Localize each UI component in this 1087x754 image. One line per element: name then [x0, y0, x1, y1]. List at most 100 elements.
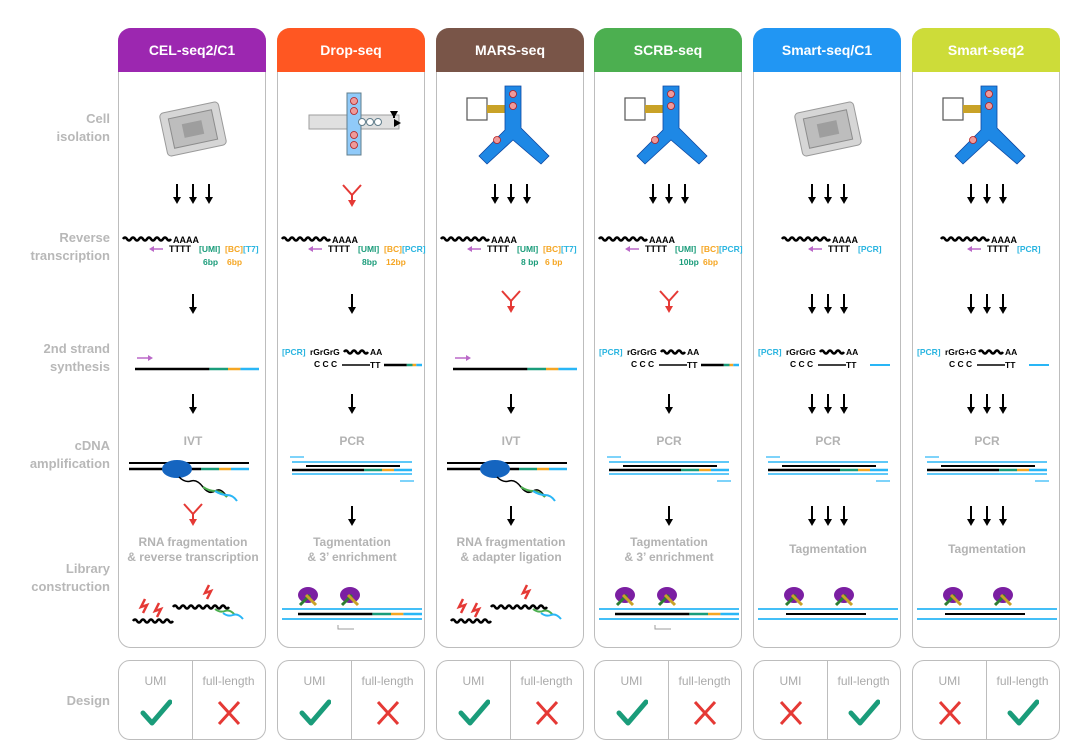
down-arrow-icon [348, 294, 356, 314]
library-label-line: RNA fragmentation [456, 535, 566, 549]
design-umi-cell: UMI [754, 661, 828, 739]
aa-label: AA [846, 347, 858, 357]
fragment-wave [171, 604, 231, 610]
amplification-construct [129, 460, 249, 502]
pcr-tag: [PCR] [599, 347, 623, 357]
cross-icon [693, 700, 716, 726]
design-full-length-cell: full-length [827, 661, 900, 739]
design-umi-cell: UMI [119, 661, 193, 739]
droplet-channel-icon [308, 92, 401, 156]
triple-arrow-icon [808, 184, 848, 204]
tso-label: rGrGrG [627, 347, 657, 357]
microfluidic-chip-icon [159, 101, 227, 157]
polymerase-icon [162, 460, 192, 478]
primer-tag: [PCR] [1017, 244, 1041, 254]
down-arrow-icon [665, 301, 673, 313]
bc-tag: [BC] [384, 244, 402, 254]
facs-sorter-icon [466, 85, 550, 165]
split-arrow-icon [501, 290, 521, 313]
umi-tag: [UMI] [675, 244, 696, 254]
library-label: Tagmentation& 3’ enrichment [278, 535, 426, 565]
library-label: Tagmentation [754, 542, 902, 557]
down-arrow-icon [507, 394, 515, 414]
aa-label: AA [370, 347, 382, 357]
down-arrow-icon [348, 506, 356, 526]
row-label-design: Design [66, 693, 110, 708]
down-arrow-icon [840, 294, 848, 314]
pcr-tag: [PCR] [758, 347, 782, 357]
library-construct [131, 584, 244, 624]
mrna-wave [939, 236, 991, 242]
library-construct [599, 587, 739, 630]
second-strand-construct [453, 355, 577, 371]
lightning-icon [470, 602, 482, 618]
fragment-wave [489, 604, 549, 610]
polya-label: AAAA [832, 235, 858, 245]
down-arrow-icon [967, 506, 975, 526]
amplification-construct [290, 456, 414, 482]
design-full-length-cell: full-length [192, 661, 265, 739]
amplification-construct [766, 456, 890, 482]
transposase-icon [784, 587, 804, 607]
lightning-icon [202, 584, 214, 600]
amplification-construct [447, 460, 567, 502]
polya-label: AAAA [173, 235, 199, 245]
pcr-tag: [PCR] [282, 347, 306, 357]
polyt-label: TTTT [645, 244, 667, 254]
amplification-label: PCR [595, 434, 743, 449]
full-length-label: full-length [837, 674, 890, 688]
design-umi-cell: UMI [595, 661, 669, 739]
second-strand-construct [135, 355, 259, 371]
bc-length: 6 bp [545, 257, 562, 267]
ccc-label: C C C [790, 359, 813, 369]
transposase-icon [834, 587, 854, 607]
library-construct [449, 584, 562, 624]
method-header: Smart-seq2 [912, 28, 1060, 72]
cross-icon [376, 700, 399, 726]
aa-label: AA [1005, 347, 1017, 357]
enrichment-arrow [337, 625, 354, 630]
down-arrow-icon [507, 301, 515, 313]
down-arrow-icon [665, 394, 673, 414]
mrna-wave [780, 236, 832, 242]
check-icon [299, 699, 331, 726]
fragment-wave [449, 618, 493, 624]
polyt-label: TTTT [487, 244, 509, 254]
triple-arrow-icon [649, 184, 689, 204]
library-construct [917, 587, 1057, 620]
library-label-line: RNA fragmentation [138, 535, 248, 549]
down-arrow-icon [808, 294, 816, 314]
library-label-line: & 3’ enrichment [624, 550, 714, 564]
triple-arrow-icon [808, 506, 848, 526]
polyt-label: TTTT [328, 244, 350, 254]
ccc-label: C C C [314, 359, 337, 369]
down-arrow-icon [665, 506, 673, 526]
method-header: SCRB-seq [594, 28, 742, 72]
enrichment-arrow [654, 625, 671, 630]
row-label-amplification: cDNA amplification [29, 438, 110, 471]
row-label-second-strand: 2nd strand synthesis [43, 341, 110, 374]
bc-tag: [BC] [225, 244, 243, 254]
design-box-smart-seq-c1: UMI full-length [753, 660, 901, 740]
tt-label: TT [370, 360, 381, 370]
lightning-icon [456, 598, 468, 614]
umi-tag: [UMI] [199, 244, 220, 254]
lightning-icon [138, 598, 150, 614]
umi-length: 8bp [362, 257, 377, 267]
bc-tag: [BC] [543, 244, 561, 254]
cross-icon [779, 700, 802, 726]
lightning-icon [520, 584, 532, 600]
ccc-label: C C C [949, 359, 972, 369]
down-arrow-icon [983, 294, 991, 314]
amplification-label-line: IVT [501, 434, 521, 448]
down-arrow-icon [348, 394, 356, 414]
check-icon [140, 699, 172, 726]
method-header: Drop-seq [277, 28, 425, 72]
